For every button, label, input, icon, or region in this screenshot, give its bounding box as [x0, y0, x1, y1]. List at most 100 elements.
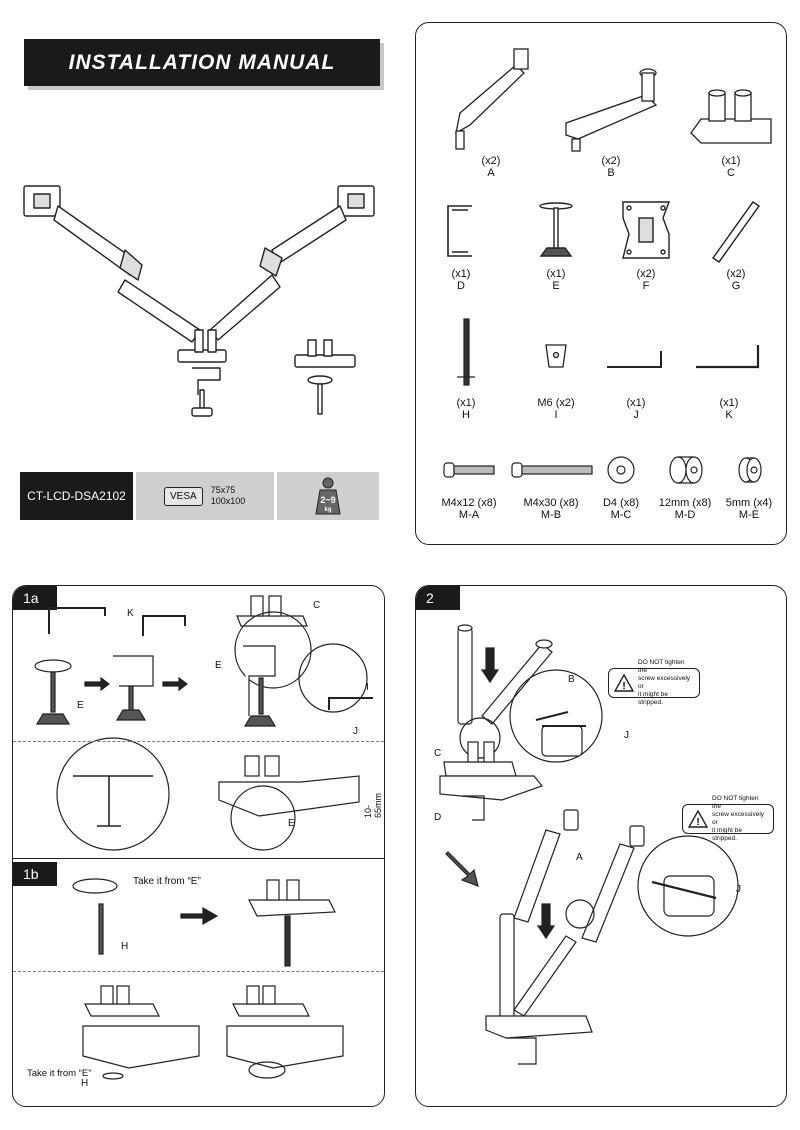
part-qty: D4 (x8) [602, 497, 640, 509]
part-code: M-E [738, 509, 760, 521]
part-k: (x1) K [684, 315, 774, 421]
step-2-panel: 2 [415, 585, 787, 1107]
label-e: E [288, 818, 295, 829]
part-qty: (x1) [546, 268, 566, 280]
thickness-label: 10-65mm [363, 792, 383, 818]
allen-key-large-icon [696, 345, 760, 369]
allen-key-small-icon [607, 351, 662, 368]
part-code: D [457, 280, 465, 292]
part-g: (x2) G [691, 198, 781, 292]
part-f: (x2) F [601, 198, 691, 292]
label-e: E [77, 700, 84, 711]
part-qty: 5mm (x4) [725, 497, 773, 509]
label-c: C [434, 748, 442, 759]
vesa-label: VESA [164, 486, 203, 506]
warning-text: DO NOT tighten the screw excessively or … [638, 659, 691, 706]
part-code: E [552, 280, 560, 292]
model-number: CT-LCD-DSA2102 [20, 472, 133, 520]
part-ma: M4x12 (x8) M-A [424, 445, 514, 521]
part-code: M-A [458, 509, 480, 521]
c-clamp-icon [447, 205, 472, 257]
part-code: M-D [674, 509, 696, 521]
label-i: I [366, 682, 369, 693]
short-screw-icon [443, 462, 495, 478]
vesa-sizes: 75x75 100x100 [211, 485, 246, 507]
label-k: K [127, 608, 134, 619]
vesa-size-1: 75x75 [210, 485, 236, 495]
part-qty: (x1) [451, 268, 471, 280]
svg-text:!: ! [622, 681, 625, 692]
threaded-rod-icon [457, 318, 475, 386]
label-a: A [576, 852, 583, 863]
washer-icon [607, 456, 635, 484]
step-divider-dashed [13, 971, 384, 972]
part-qty: (x2) [726, 268, 746, 280]
part-md: 12mm (x8) M-D [640, 445, 730, 521]
part-qty: 12mm (x8) [658, 497, 712, 509]
part-mb: M4x30 (x8) M-B [506, 445, 596, 521]
label-h: H [121, 941, 129, 952]
part-qty: M6 (x2) [537, 397, 575, 409]
part-qty: (x1) [721, 155, 741, 167]
part-code: K [725, 409, 733, 421]
weight-spec: 2~9 kg [277, 472, 379, 520]
parts-list-panel: (x2) A (x2) B (x1) C (x1) D (x1) E (x2) [415, 22, 787, 545]
warning-text: DO NOT tighten the screw excessively or … [712, 795, 765, 842]
warning-icon: ! [688, 810, 708, 828]
label-c: C [313, 600, 321, 611]
hex-bolt-icon [545, 344, 567, 368]
base-mount-icon [690, 89, 772, 144]
step-1-panel: 1a [12, 585, 385, 1107]
part-qty: (x2) [601, 155, 621, 167]
svg-text:!: ! [696, 817, 699, 828]
part-mc: D4 (x8) M-C [576, 445, 666, 521]
part-qty: M4x12 (x8) [441, 497, 497, 509]
weight-range: 2~9 [320, 495, 335, 505]
part-code: M-C [610, 509, 632, 521]
warning-icon: ! [614, 674, 634, 692]
part-b: (x2) B [556, 43, 666, 179]
spec-bar: CT-LCD-DSA2102 VESA 75x75 100x100 2~9 kg [20, 472, 379, 520]
label-e: E [215, 660, 222, 671]
vesa-spec: VESA 75x75 100x100 [136, 472, 274, 520]
step-divider [13, 858, 384, 859]
vesa-plate-icon [622, 201, 671, 259]
part-code: H [462, 409, 470, 421]
part-code: A [487, 167, 495, 179]
gas-spring-arm-icon [455, 48, 529, 150]
label-d: D [434, 812, 442, 823]
page-title: INSTALLATION MANUAL [24, 39, 380, 86]
clamp-screw-icon [539, 202, 573, 257]
part-qty: (x2) [481, 155, 501, 167]
label-b: B [568, 674, 575, 685]
part-i: M6 (x2) I [511, 315, 601, 421]
take-from-e-label: Take it from “E” [133, 876, 201, 887]
part-code: I [554, 409, 558, 421]
part-code: C [727, 167, 735, 179]
spacer-short-icon [738, 457, 762, 483]
step-1b-tag: 1b [13, 862, 57, 886]
lower-arm-icon [565, 68, 658, 152]
part-h: (x1) H [421, 315, 511, 421]
label-h: H [81, 1078, 89, 1089]
part-qty: (x1) [456, 397, 476, 409]
warning-note: ! DO NOT tighten the screw excessively o… [682, 795, 774, 842]
step-2-tag: 2 [416, 586, 460, 610]
part-j: (x1) J [591, 315, 681, 421]
weight-icon: 2~9 kg [315, 477, 341, 515]
part-code: J [633, 409, 639, 421]
weight-unit: kg [324, 507, 331, 513]
warning-note: ! DO NOT tighten the screw excessively o… [608, 659, 700, 706]
step-divider-dashed [13, 741, 384, 742]
part-e: (x1) E [511, 198, 601, 292]
long-screw-icon [511, 462, 593, 478]
label-j: J [624, 730, 629, 741]
part-d: (x1) D [416, 198, 506, 292]
take-from-e-label: Take it from “E” [27, 1068, 92, 1079]
part-c: (x1) C [681, 43, 781, 179]
part-code: F [642, 280, 650, 292]
part-qty: M4x30 (x8) [523, 497, 579, 509]
step-1-illustrations [34, 595, 373, 1080]
cable-cover-icon [712, 201, 760, 263]
step-2-illustrations [439, 624, 739, 1065]
